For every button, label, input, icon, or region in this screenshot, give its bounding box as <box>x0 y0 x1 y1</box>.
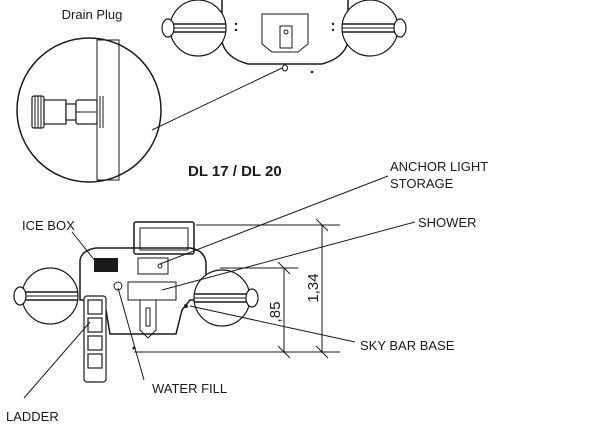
anchor-light-label-line2: STORAGE <box>390 176 454 191</box>
drain-plug-label: Drain Plug <box>62 7 123 22</box>
body-height-dimension: ,85 <box>267 302 284 323</box>
model-title: DL 17 / DL 20 <box>188 163 282 180</box>
rear-view-boat <box>13 221 259 383</box>
dimension-lines: 1,34 ,85 <box>134 218 340 359</box>
drain-plug-detail: Drain Plug <box>16 7 283 183</box>
ladder-label: LADDER <box>6 409 59 424</box>
ice-box-label: ICE BOX <box>22 218 75 233</box>
sky-bar-base-label: SKY BAR BASE <box>360 338 455 353</box>
water-fill-label: WATER FILL <box>152 381 227 396</box>
overall-height-dimension: 1,34 <box>305 273 322 302</box>
callout-leaders <box>23 175 416 399</box>
top-hull-view <box>161 0 407 74</box>
anchor-light-label-line1: ANCHOR LIGHT <box>390 159 488 174</box>
shower-label: SHOWER <box>418 215 477 230</box>
